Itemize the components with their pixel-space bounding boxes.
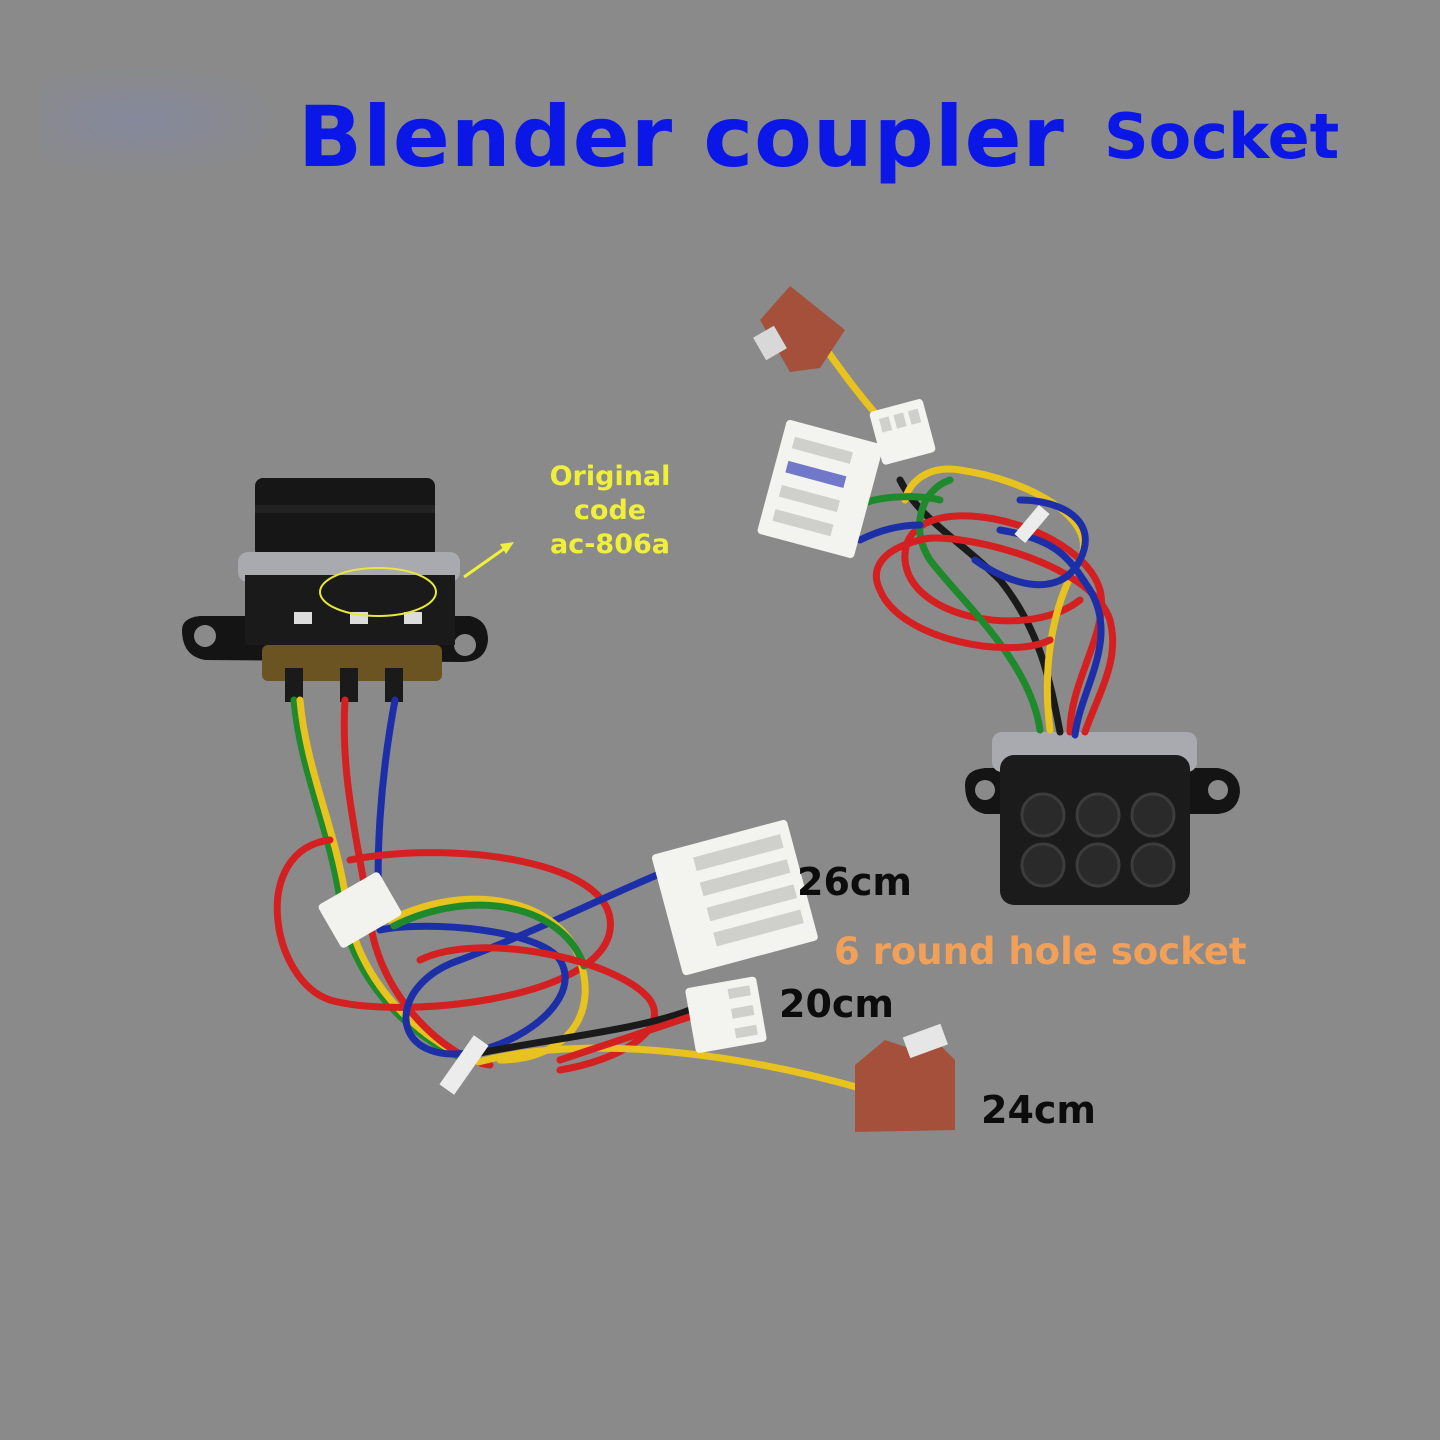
note-line-2: code xyxy=(573,495,647,526)
original-code-note: Original code ac-806a xyxy=(535,460,685,562)
blurred-watermark xyxy=(40,60,290,180)
page-subtitle: Socket xyxy=(1104,100,1340,173)
right-wire-harness xyxy=(816,336,1117,739)
arrow-icon xyxy=(463,542,514,579)
coupler-plug xyxy=(182,478,488,702)
left-connectors xyxy=(318,819,955,1132)
note-line-3: ac-806a xyxy=(549,529,670,560)
length-label-24cm: 24cm xyxy=(981,1088,1097,1132)
page-title: Blender coupler xyxy=(298,88,1065,186)
socket-type-label: 6 round hole socket xyxy=(834,930,1247,973)
right-connectors xyxy=(753,286,1050,559)
length-label-20cm: 20cm xyxy=(779,982,895,1026)
note-line-1: Original xyxy=(549,461,671,492)
six-hole-socket xyxy=(965,732,1240,905)
length-label-26cm: 26cm xyxy=(797,860,913,904)
